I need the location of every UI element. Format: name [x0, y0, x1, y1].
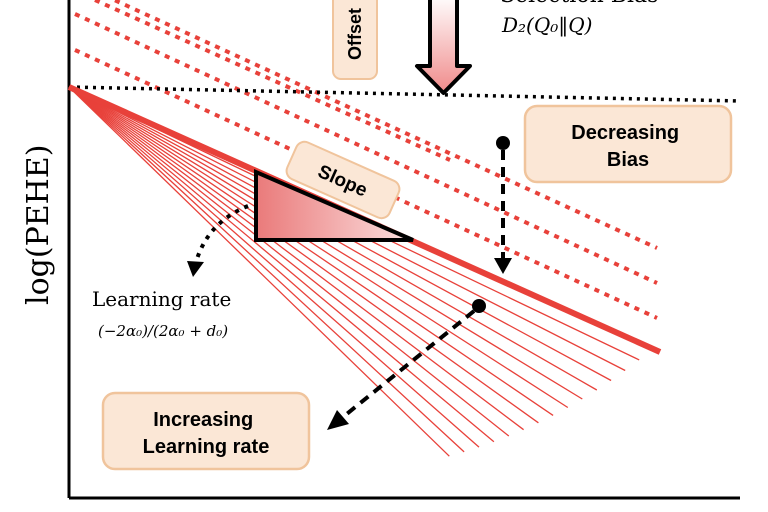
y-axis-label: log(PEHE) — [21, 145, 56, 305]
fan-line — [68, 86, 450, 457]
selection-bias-formula: D₂(Q₀‖Q) — [501, 13, 592, 38]
increasing-learning-rate-line-2: Learning rate — [143, 436, 270, 458]
fan-line — [68, 86, 480, 448]
offset-box: Offset — [332, 0, 378, 80]
fan-line — [68, 86, 583, 400]
offset-line-1 — [109, 0, 658, 250]
selection-bias-title: Selection Bias — [500, 0, 658, 8]
learning-rate-label: Learning rate — [92, 287, 231, 311]
decreasing-bias-box: Decreasing Bias — [523, 104, 733, 184]
increasing-learning-rate-line-1: Increasing — [153, 409, 253, 431]
down-arrow-icon — [415, 0, 472, 95]
slope-triangle — [254, 168, 414, 242]
svg-text:Increasing Learning rate: Increasing Learning rate — [143, 409, 270, 458]
fan-line — [68, 86, 539, 424]
fan-line — [68, 86, 465, 453]
offset-line-2 — [74, 12, 658, 285]
baseline-dotted-line — [68, 85, 741, 103]
decreasing-bias-line-2: Bias — [607, 149, 649, 171]
dashed-diagonal-arrow-icon — [327, 299, 486, 430]
fan-line — [68, 86, 524, 431]
curved-dotted-arrow-icon — [187, 204, 249, 277]
offset-line-4 — [94, 0, 451, 162]
learning-rate-formula: (−2α₀)/(2α₀ + d₀) — [98, 322, 228, 340]
svg-text:Decreasing Bias: Decreasing Bias — [571, 122, 684, 171]
fan-line — [68, 86, 569, 409]
fan-line — [68, 86, 495, 443]
increasing-learning-rate-box: Increasing Learning rate — [101, 391, 311, 471]
decreasing-bias-line-1: Decreasing — [571, 122, 679, 144]
fan-line — [68, 86, 510, 437]
fan-line — [68, 86, 554, 416]
offset-label: Offset — [345, 8, 365, 60]
dashed-down-arrow-icon — [494, 136, 512, 274]
